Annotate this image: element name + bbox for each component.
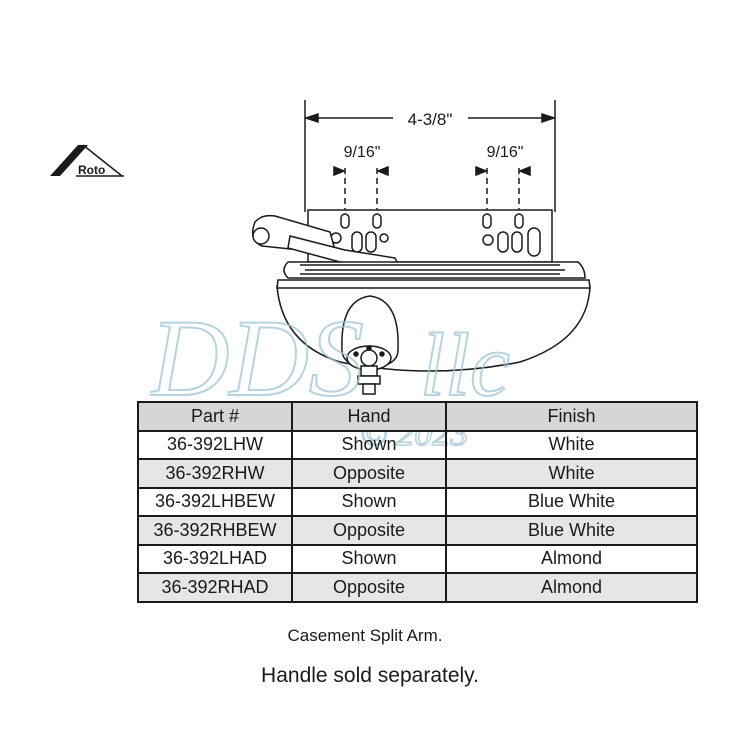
product-caption: Casement Split Arm. [287, 626, 443, 645]
hand-cell: Shown [291, 543, 447, 574]
part-cell: 36-392LHW [137, 429, 293, 460]
table-row: 36-392LHAD Shown Almond [137, 543, 698, 574]
note-caption: Handle sold separately. [261, 664, 479, 687]
left-slot-label: 9/16" [344, 144, 381, 161]
overall-dimension [303, 100, 557, 212]
part-cell: 36-392RHW [137, 458, 293, 489]
hand-cell: Shown [291, 429, 447, 460]
hand-cell: Opposite [291, 458, 447, 489]
finish-cell: Almond [445, 572, 698, 603]
part-cell: 36-392RHAD [137, 572, 293, 603]
part-cell: 36-392LHAD [137, 543, 293, 574]
hand-cell: Opposite [291, 515, 447, 546]
logo-text: Roto [78, 163, 106, 177]
header-finish: Finish [445, 401, 698, 432]
finish-cell: Blue White [445, 486, 698, 517]
left-slot-dimension [333, 165, 389, 225]
table-row: 36-392LHBEW Shown Blue White [137, 486, 698, 517]
header-hand: Hand [291, 401, 447, 432]
hand-cell: Shown [291, 486, 447, 517]
operator-drawing: 4-3/8" 9/16" 9/16" [251, 100, 591, 395]
right-slot-dimension [475, 165, 531, 225]
handle-shaft [341, 295, 399, 395]
parts-table: Part # Hand Finish 36-392LHW Shown White… [137, 401, 698, 603]
gear-housing [276, 261, 591, 372]
table-row: 36-392RHW Opposite White [137, 458, 698, 489]
finish-cell: White [445, 429, 698, 460]
finish-cell: Almond [445, 543, 698, 574]
split-arm [251, 214, 402, 269]
finish-cell: White [445, 458, 698, 489]
hand-cell: Opposite [291, 572, 447, 603]
table-row: 36-392LHW Shown White [137, 429, 698, 460]
finish-cell: Blue White [445, 515, 698, 546]
part-cell: 36-392LHBEW [137, 486, 293, 517]
overall-dimension-label: 4-3/8" [408, 110, 453, 129]
table-row: 36-392RHBEW Opposite Blue White [137, 515, 698, 546]
part-cell: 36-392RHBEW [137, 515, 293, 546]
table-header-row: Part # Hand Finish [137, 401, 698, 432]
header-part: Part # [137, 401, 293, 432]
roto-logo [50, 144, 124, 177]
table-row: 36-392RHAD Opposite Almond [137, 572, 698, 603]
right-slot-label: 9/16" [487, 144, 524, 161]
